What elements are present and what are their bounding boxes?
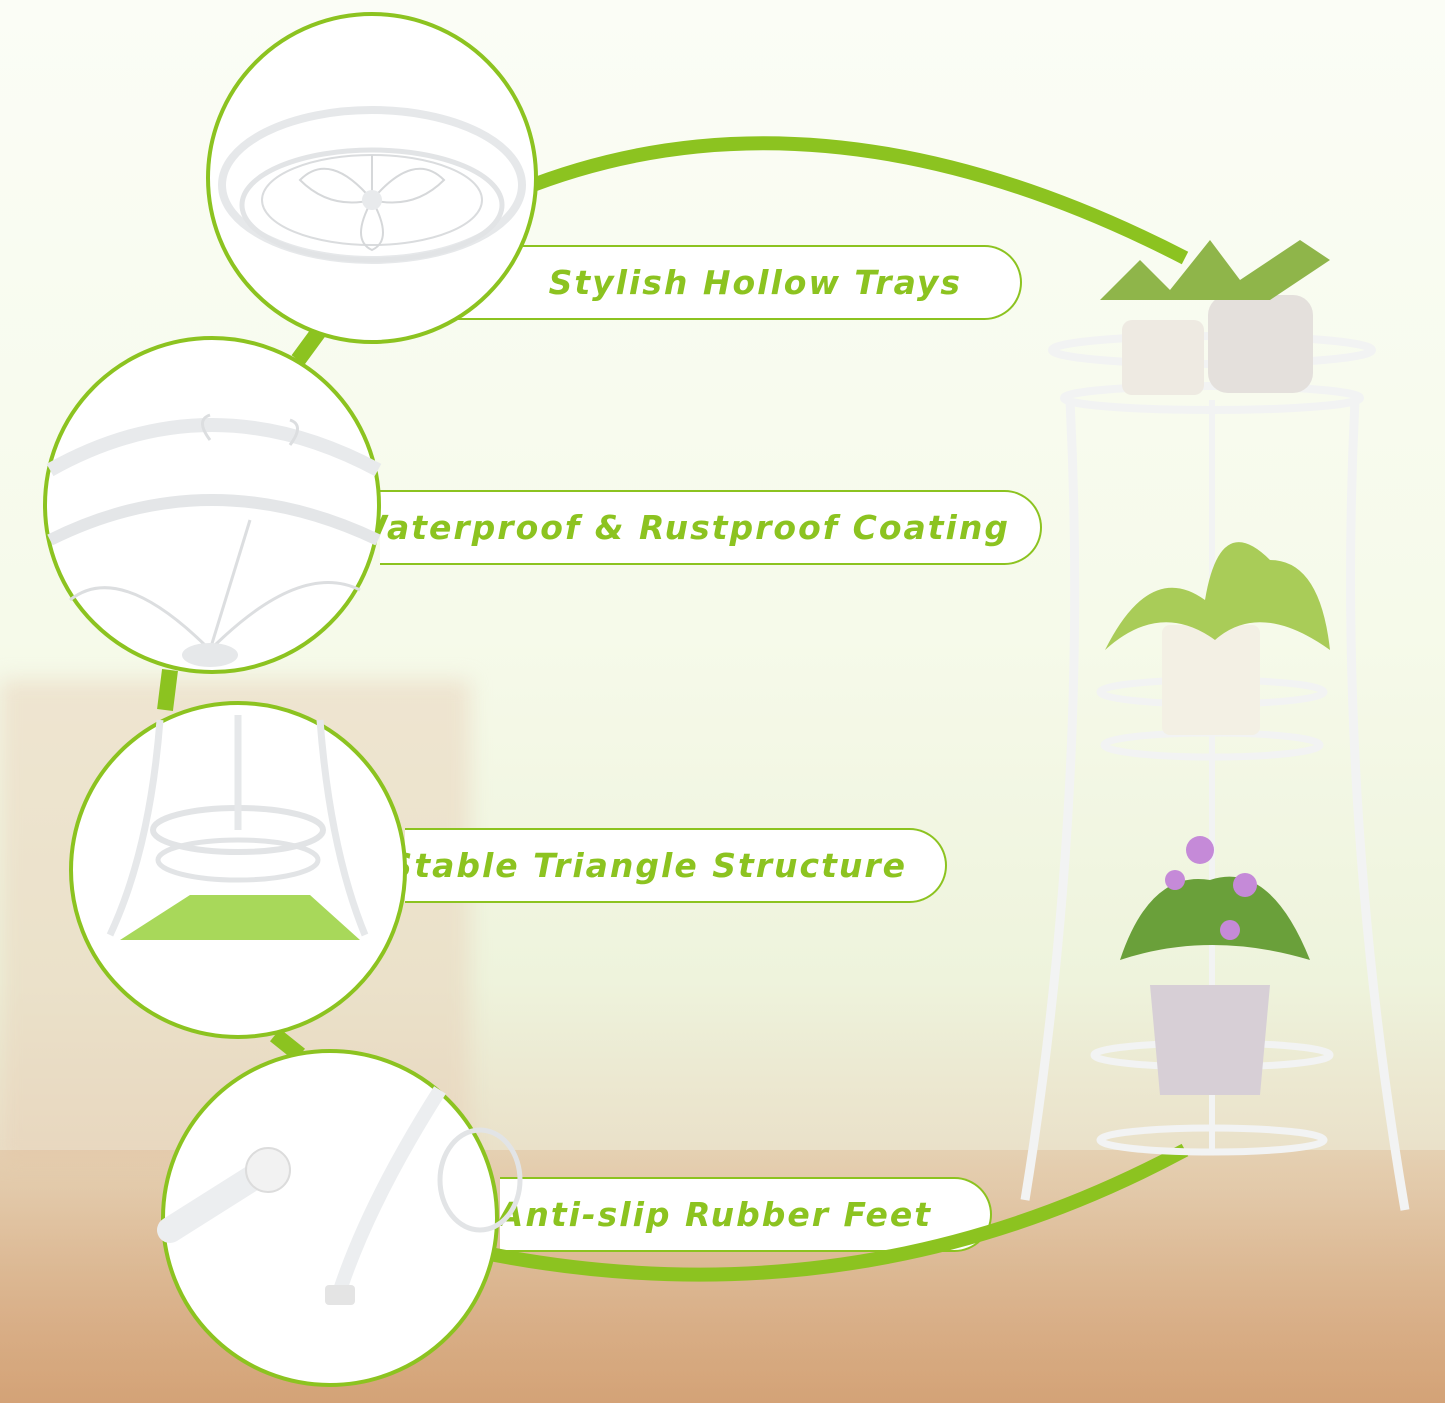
- feature-label-3: Stable Triangle Structure: [389, 828, 947, 903]
- feature-text: Anti-slip Rubber Feet: [497, 1195, 932, 1234]
- feature-text: Stylish Hollow Trays: [548, 263, 962, 302]
- feature-text: Stable Triangle Structure: [388, 846, 907, 885]
- feature-label-2: Waterproof & Rustproof Coating: [351, 490, 1042, 565]
- coating-closeup-icon: [43, 336, 382, 674]
- rubber-foot-closeup-icon: [157, 1049, 523, 1387]
- hollow-tray-closeup-icon: [206, 12, 538, 344]
- feature-text: Waterproof & Rustproof Coating: [350, 508, 1010, 547]
- feature-label-1: Stylish Hollow Trays: [440, 245, 1022, 320]
- connector-1-2: [291, 325, 327, 365]
- connector-arc-bottom: [468, 1143, 1189, 1282]
- feature-label-4: Anti-slip Rubber Feet: [497, 1177, 992, 1252]
- plant-pots: [1100, 240, 1330, 1095]
- triangle-base-closeup-icon: [69, 701, 407, 1039]
- connector-3-4: [270, 1028, 305, 1062]
- connector-2-3: [157, 669, 178, 711]
- connector-arc-top: [517, 136, 1189, 265]
